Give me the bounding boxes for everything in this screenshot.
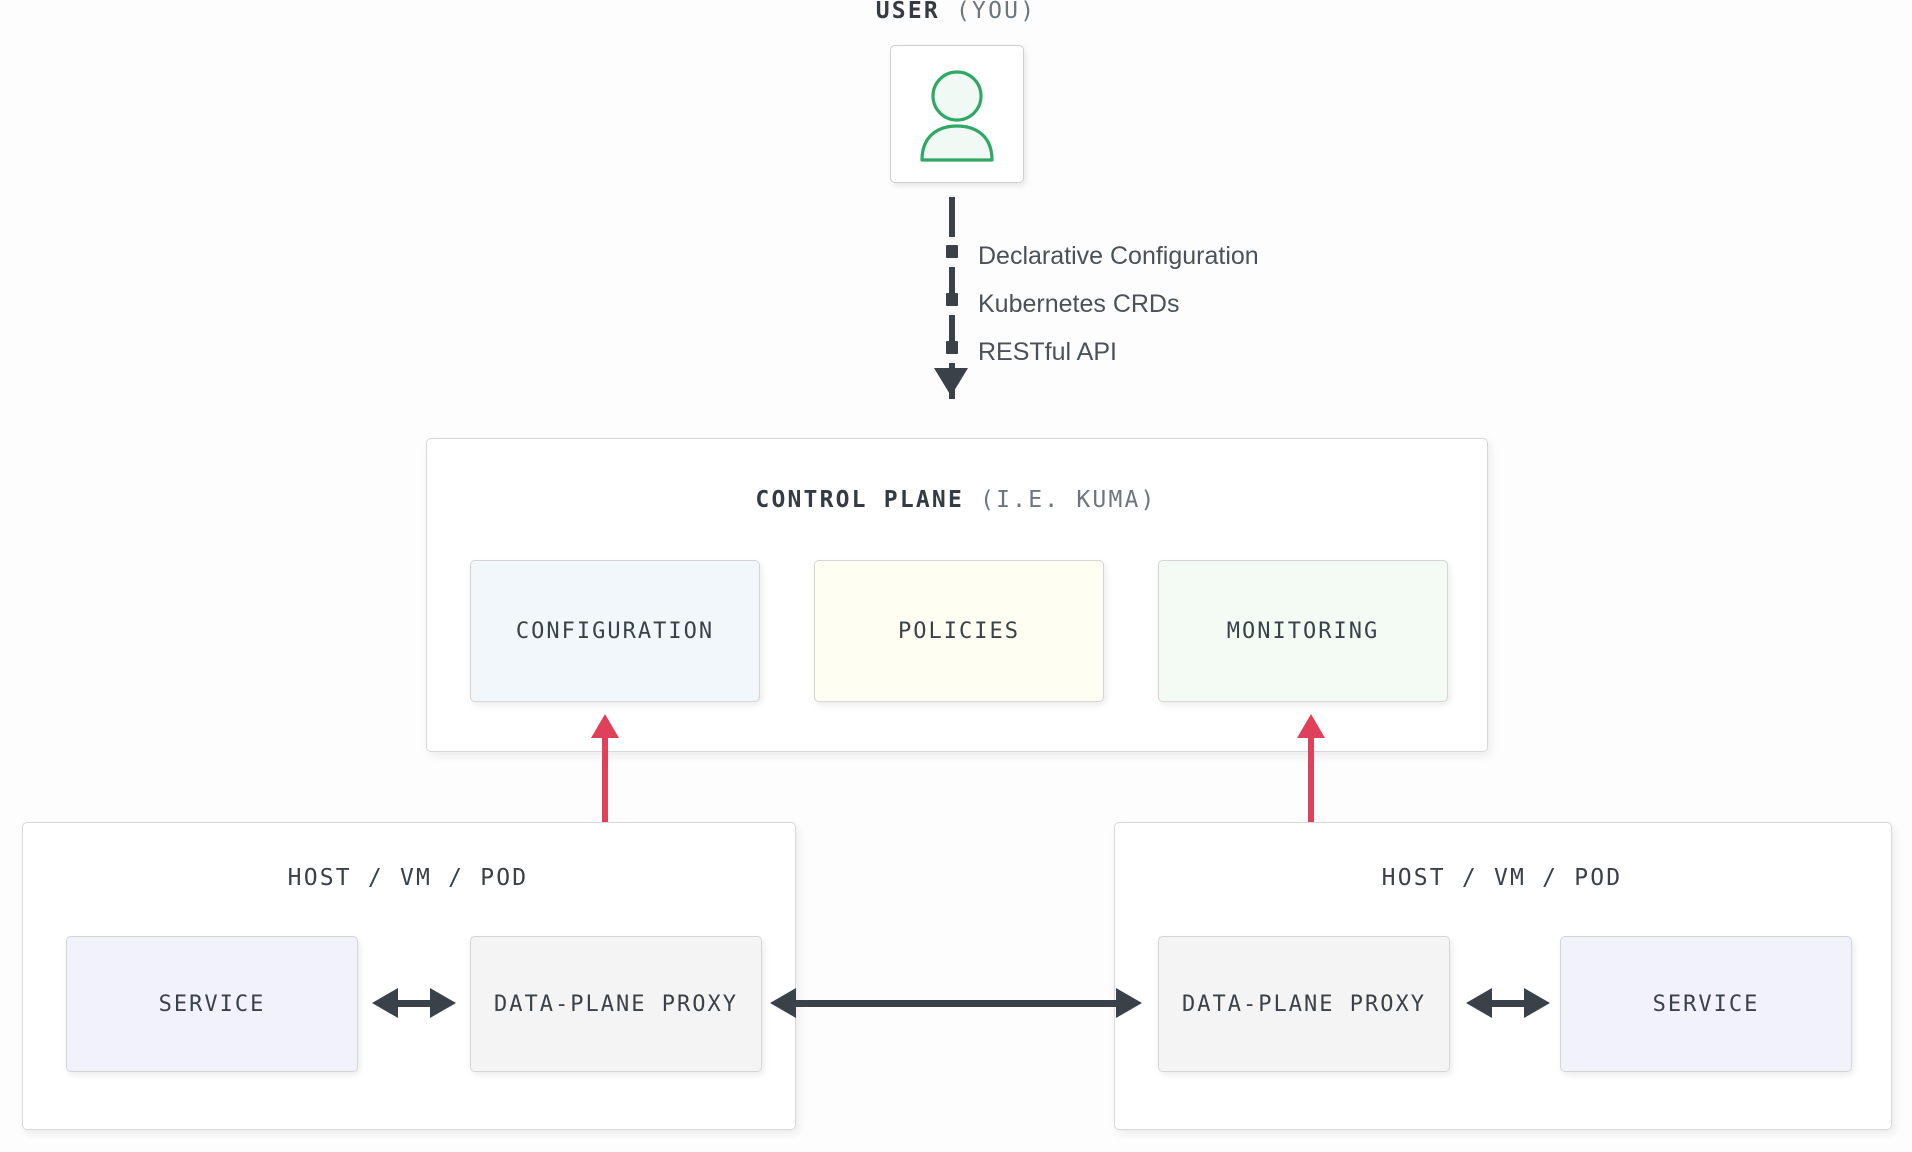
- control-plane-title-soft: (I.E. KUMA): [980, 487, 1157, 513]
- sync-arrow-right-shaft: [1308, 731, 1314, 893]
- data-plane-proxy-card-left-label: DATA-PLANE PROXY: [494, 991, 738, 1017]
- user-title-strong: USER: [875, 0, 940, 24]
- user-avatar-icon: [891, 66, 1023, 162]
- host-right-title: HOST / VM / POD: [1381, 865, 1623, 891]
- control-plane-card-configuration-label: CONFIGURATION: [515, 618, 715, 644]
- service-card-right-label: SERVICE: [1652, 991, 1760, 1017]
- control-plane-card-policies-label: POLICIES: [898, 618, 1020, 644]
- declarative-config-connector: [946, 197, 958, 399]
- control-plane-card-monitoring-label: MONITORING: [1226, 618, 1380, 644]
- user-avatar-box: [890, 45, 1024, 183]
- data-plane-proxy-card-right[interactable]: DATA-PLANE PROXY: [1158, 936, 1450, 1072]
- service-card-left-label: SERVICE: [158, 991, 266, 1017]
- connector-label-2: RESTful API: [978, 338, 1117, 366]
- host-left-title: HOST / VM / POD: [287, 865, 529, 891]
- control-plane-title: CONTROL PLANE (I.E. KUMA): [426, 487, 1486, 513]
- traffic-arrow-right-head-icon: [430, 988, 456, 1018]
- traffic-arrow-right-shaft: [1486, 1000, 1530, 1007]
- user-title-soft: (YOU): [956, 0, 1037, 24]
- traffic-arrow-proxy-to-proxy: [770, 986, 1142, 1020]
- sync-arrow-left-shaft: [602, 731, 608, 893]
- traffic-arrow-left-shaft: [392, 1000, 436, 1007]
- control-plane-title-strong: CONTROL PLANE: [755, 487, 965, 513]
- data-plane-proxy-card-left[interactable]: DATA-PLANE PROXY: [470, 936, 762, 1072]
- connector-label-0: Declarative Configuration: [978, 242, 1259, 270]
- service-card-right[interactable]: SERVICE: [1560, 936, 1852, 1072]
- traffic-arrow-service-proxy-left: [372, 986, 456, 1020]
- proxy-arrow-right-head-icon: [1116, 988, 1142, 1018]
- control-plane-card-monitoring[interactable]: MONITORING: [1158, 560, 1448, 702]
- user-title: USER (YOU): [0, 0, 1912, 24]
- traffic-arrow-service-proxy-right: [1466, 986, 1550, 1020]
- service-card-left[interactable]: SERVICE: [66, 936, 358, 1072]
- proxy-arrow-left-head-icon: [770, 988, 796, 1018]
- traffic-arrow-right-right-head-icon: [1524, 988, 1550, 1018]
- connector-arrowhead-icon: [934, 368, 968, 396]
- proxy-arrow-shaft: [792, 1000, 1120, 1007]
- control-plane-card-policies[interactable]: POLICIES: [814, 560, 1104, 702]
- connector-label-1: Kubernetes CRDs: [978, 290, 1180, 318]
- control-plane-card-configuration[interactable]: CONFIGURATION: [470, 560, 760, 702]
- data-plane-proxy-card-right-label: DATA-PLANE PROXY: [1182, 991, 1426, 1017]
